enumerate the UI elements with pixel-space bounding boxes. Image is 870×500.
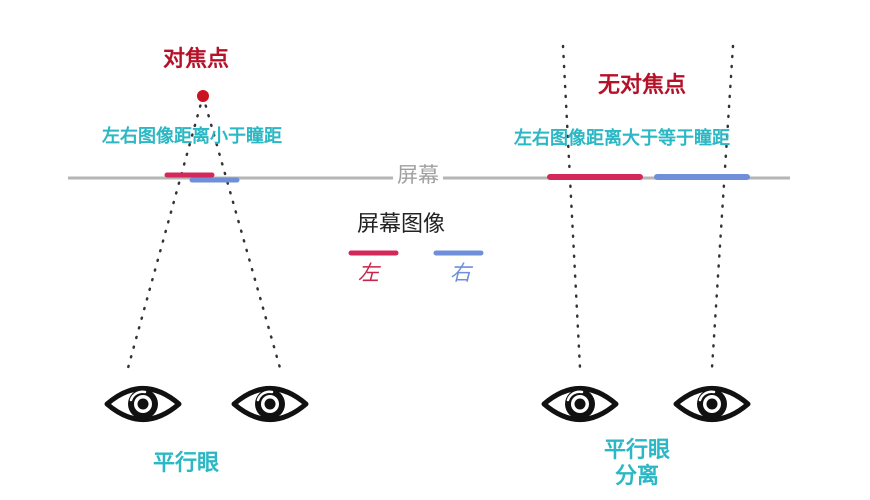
legend-title: 屏幕图像 — [357, 212, 446, 237]
sight-line-left-eye-parallel — [561, 44, 582, 370]
focus-point-dot — [197, 90, 209, 102]
caption-line-1: 平行眼 — [604, 438, 671, 463]
focus-point-label: 对焦点 — [163, 46, 230, 72]
no-focus-point-label: 无对焦点 — [598, 72, 687, 98]
eye-icon — [234, 389, 306, 420]
caption-parallel-eyes: 平行眼 — [153, 451, 220, 476]
eye-icon — [676, 389, 748, 420]
sight-line-left-eye — [126, 94, 205, 370]
distance-less-label: 左右图像距离小于瞳距 — [102, 126, 282, 147]
caption-line-2: 分离 — [615, 464, 660, 489]
distance-greater-equal-label: 左右图像距离大于等于瞳距 — [514, 128, 730, 149]
eye-icon — [544, 389, 616, 420]
eye-icon — [107, 389, 179, 420]
sight-line-right-eye-parallel — [710, 44, 735, 370]
legend-right-label: 右 — [450, 261, 471, 285]
sight-line-right-eye — [201, 94, 282, 370]
caption-parallel-eyes-separated: 平行眼 分离 — [604, 438, 670, 490]
screen-label: 屏幕 — [393, 165, 443, 186]
legend-left-label: 左 — [358, 261, 379, 285]
